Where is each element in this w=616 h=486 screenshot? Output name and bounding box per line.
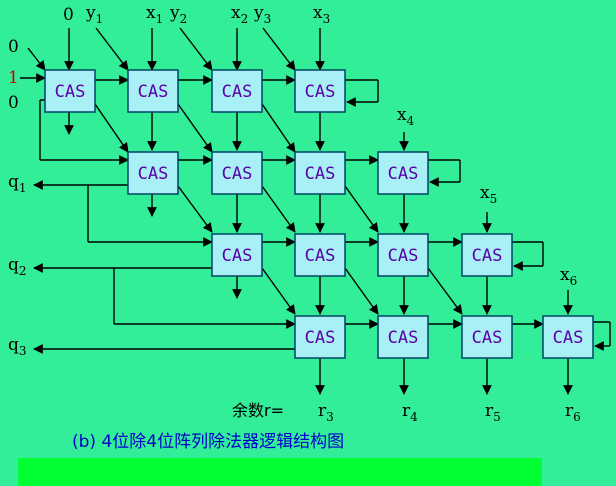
quotient-q3: q3	[8, 335, 27, 358]
remainder-r5: r5	[485, 401, 501, 424]
quotient-labels: q1 q2 q3	[8, 172, 27, 358]
input-y3: y3	[253, 3, 271, 26]
remainder-prefix: 余数r=	[232, 401, 284, 420]
cas-cell: CAS	[44, 69, 96, 113]
input-x3: x3	[313, 3, 330, 26]
input-zero: 0	[63, 5, 74, 25]
remainder-r6: r6	[565, 401, 581, 424]
cas-cell: CAS	[461, 315, 513, 359]
svg-text:CAS: CAS	[55, 82, 86, 102]
cas-row-3: CAS CAS CAS CAS	[211, 233, 513, 277]
cas-cell: CAS	[377, 315, 429, 359]
svg-text:CAS: CAS	[305, 82, 336, 102]
cas-cell: CAS	[211, 69, 263, 113]
svg-text:CAS: CAS	[388, 246, 419, 266]
cas-cell: CAS	[542, 315, 594, 359]
input-x2: x2	[231, 3, 248, 26]
wires	[20, 27, 611, 395]
cas-cell: CAS	[377, 233, 429, 277]
left-input-labels: 0 1 0	[8, 37, 19, 113]
left-input-zero-b: 0	[8, 93, 19, 113]
cas-row-2: CAS CAS CAS CAS	[127, 151, 429, 195]
svg-text:CAS: CAS	[138, 82, 169, 102]
cas-cell: CAS	[294, 151, 346, 195]
figure-caption: (b) 4位除4位阵列除法器逻辑结构图	[72, 432, 344, 452]
svg-text:CAS: CAS	[222, 82, 253, 102]
svg-text:CAS: CAS	[222, 164, 253, 184]
remainder-r3: r3	[318, 401, 334, 424]
remainder-labels: 余数r= r3 r4 r5 r6	[232, 401, 581, 424]
input-x4: x4	[397, 105, 415, 128]
cas-cell: CAS	[294, 233, 346, 277]
cas-cell: CAS	[127, 69, 179, 113]
cas-cell: CAS	[211, 151, 263, 195]
svg-text:CAS: CAS	[305, 164, 336, 184]
svg-text:CAS: CAS	[305, 246, 336, 266]
left-input-zero-a: 0	[8, 37, 19, 57]
top-input-labels: 0 y1 x1 y2 x2 y3 x3 x4 x5 x6	[63, 3, 577, 288]
cas-cell: CAS	[294, 315, 346, 359]
remainder-r4: r4	[402, 401, 418, 424]
input-y1: y1	[85, 3, 103, 26]
highlight-bar	[18, 458, 542, 486]
quotient-q2: q2	[8, 255, 27, 278]
input-x5: x5	[480, 183, 497, 206]
svg-text:CAS: CAS	[472, 328, 503, 348]
svg-text:CAS: CAS	[305, 328, 336, 348]
input-y2: y2	[169, 3, 187, 26]
svg-text:CAS: CAS	[472, 246, 503, 266]
cas-row-4: CAS CAS CAS CAS	[294, 315, 594, 359]
svg-text:CAS: CAS	[138, 164, 169, 184]
svg-text:CAS: CAS	[388, 164, 419, 184]
left-input-one: 1	[8, 68, 19, 88]
cas-cell: CAS	[127, 151, 179, 195]
cas-cell: CAS	[211, 233, 263, 277]
cas-cell: CAS	[377, 151, 429, 195]
svg-text:CAS: CAS	[222, 246, 253, 266]
svg-text:CAS: CAS	[553, 328, 584, 348]
input-x6: x6	[560, 265, 577, 288]
quotient-q1: q1	[8, 172, 27, 195]
svg-text:CAS: CAS	[388, 328, 419, 348]
input-x1: x1	[146, 3, 163, 26]
cas-row-1: CAS CAS CAS CAS	[44, 69, 346, 113]
cas-cell: CAS	[461, 233, 513, 277]
cas-cell: CAS	[294, 69, 346, 113]
